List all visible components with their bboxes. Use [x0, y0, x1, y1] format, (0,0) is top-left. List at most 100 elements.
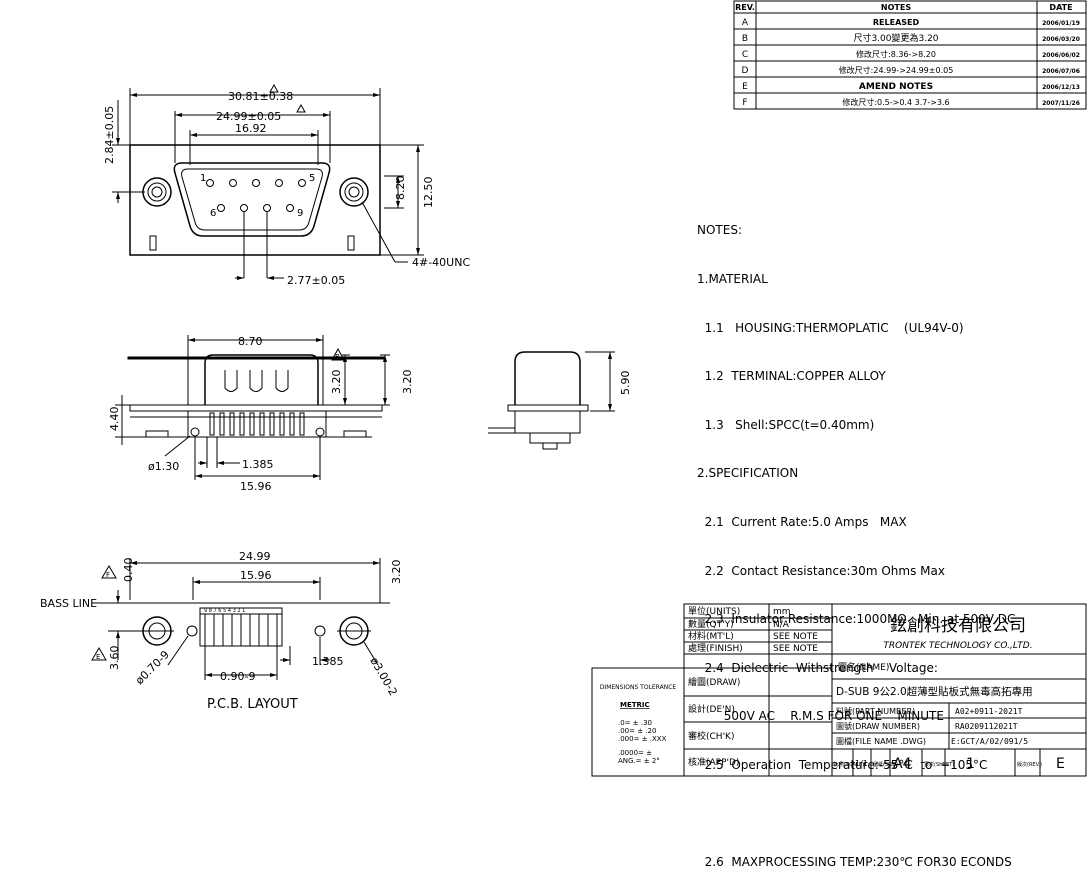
- rev-note: RELEASED: [873, 18, 920, 27]
- title-label-size: 圖紙(SIZE): [873, 761, 898, 768]
- end-view-arrows: [608, 352, 612, 411]
- rev-marker-triangle: [101, 565, 117, 579]
- title-value-qty: N/A: [773, 620, 790, 630]
- bass-line-label: BASS LINE: [40, 597, 97, 610]
- notes-line: 2.2 Contact Resistance:30m Ohms Max: [697, 563, 945, 578]
- dim-pcb-top: 24.99: [239, 550, 271, 563]
- rev-letter: C: [742, 50, 748, 60]
- title-value-part: A02+0911-2021T: [955, 707, 1023, 716]
- dim-pin-pitch: 2.77±0.05: [287, 274, 345, 287]
- rev-marker-triangle: [296, 103, 306, 113]
- rev-date: 2006/12/13: [1042, 84, 1080, 91]
- notes-line: 2.6 MAXPROCESSING TEMP:230℃ FOR30 ECONDS: [697, 855, 1012, 870]
- dim-side-top: 8.70: [238, 335, 263, 348]
- rev-marker-triangle: [331, 347, 345, 361]
- rev-letter: B: [742, 34, 748, 44]
- title-label-draw: 繪圖(DRAW): [688, 676, 740, 688]
- title-label-material: 材料(MT'L): [688, 630, 734, 642]
- dim-shell-width: 24.99±0.05: [216, 110, 281, 123]
- rev-note: AMEND NOTES: [859, 82, 933, 92]
- title-block: [683, 603, 1087, 777]
- dim-pcb-hole-small: ø0.70-9: [133, 648, 172, 687]
- notes-line: 500V AC R.M.S FOR ONE MINUTE: [697, 709, 944, 724]
- tolerance-metric: METRIC: [620, 701, 650, 709]
- notes-line: 2.5 Operation Temperature:-55°C to +105°…: [697, 757, 988, 772]
- title-label-units: 單位(UNITS): [688, 605, 740, 617]
- dim-pcb-hole-large: ø3.00-2: [367, 655, 399, 698]
- rev-header-notes: NOTES: [881, 3, 911, 12]
- pin-label-1: 1: [200, 173, 206, 184]
- title-value-size: A4: [893, 756, 912, 772]
- rev-header-rev: REV.: [735, 3, 755, 12]
- dim-top-width: 16.92: [235, 122, 267, 135]
- rev-note: 尺寸3.00變更為3.20: [853, 32, 938, 44]
- title-label-approve: 核准(APP'D): [688, 756, 739, 768]
- dim-side-height-b: 3.20: [401, 370, 414, 395]
- notes-line: [697, 806, 1015, 822]
- title-label-sheet: 頁次(SHEET): [924, 761, 954, 768]
- title-label-name: 圖名(NAME): [838, 661, 889, 673]
- pin-label-9: 9: [297, 208, 303, 219]
- pcb-pin-numbers: 9 8 7 6 5 4 3 2 1: [204, 608, 245, 614]
- title-value-finish: SEE NOTE: [773, 644, 818, 654]
- dim-height-left: 2.84±0.05: [103, 106, 116, 164]
- notes-line: 1.3 Shell:SPCC(t=0.40mm): [697, 417, 875, 432]
- title-value-material: SEE NOTE: [773, 632, 818, 642]
- notes-heading: NOTES:: [697, 223, 742, 238]
- notes-line: 1.MATERIAL: [697, 272, 768, 286]
- rev-letter: D: [742, 66, 749, 76]
- side-view-arrows: [188, 338, 387, 478]
- tolerance-row: ANG.= ± 2°: [618, 757, 660, 765]
- rev-date: 2006/06/02: [1042, 52, 1080, 59]
- dim-height-8-20: 8.20: [394, 176, 407, 201]
- title-value-scale: 1/1: [855, 759, 868, 768]
- front-view: [112, 88, 424, 360]
- rev-marker-label: B: [335, 353, 340, 361]
- pcb-arrows: [116, 561, 380, 677]
- title-label-design: 設計(DE'N): [688, 703, 735, 715]
- end-view: [488, 351, 615, 450]
- dim-side-left: 4.40: [108, 407, 121, 432]
- title-label-rev: 版次(REV.): [1017, 761, 1042, 768]
- dim-pcb-right: 3.20: [390, 560, 403, 585]
- notes-line: 1.1 HOUSING:THERMOPLATIC (UL94V-0): [697, 320, 964, 335]
- rev-note: 修改尺寸:8.36->8.20: [856, 49, 936, 59]
- company-name-en: TRONTEK TECHNOLOGY CO.,LTD.: [883, 641, 1032, 651]
- dim-pcb-pitch: 1.385: [312, 655, 344, 668]
- rev-marker-label: E: [96, 653, 100, 661]
- pcb-layout-title: P.C.B. LAYOUT: [207, 697, 298, 712]
- notes-line: 1.2 TERMINAL:COPPER ALLOY: [697, 369, 886, 384]
- title-value-units: mm: [773, 607, 791, 617]
- title-label-scale: 比例(SCALE): [834, 761, 864, 768]
- title-label-finish: 處理(FINISH): [688, 642, 743, 654]
- rev-letter: E: [742, 82, 748, 92]
- rev-marker-triangle: [269, 83, 279, 93]
- side-view: [115, 335, 390, 480]
- dim-side-height: 3.20: [330, 370, 343, 395]
- drawing-sheet: REV. NOTES DATE A RELEASED 2006/01/19 B …: [40, 0, 1087, 777]
- screw-label: 4#-40UNC: [412, 256, 470, 269]
- notes-line: 2.4 Dielectric Withstrength Voltage:: [697, 660, 938, 675]
- title-label-file: 圖檔(FILE NAME .DWG): [836, 736, 926, 746]
- rev-date: 2006/03/20: [1042, 36, 1080, 43]
- rev-header-date: DATE: [1049, 3, 1072, 12]
- tolerance-row: .0= ± .30: [618, 719, 652, 727]
- company-name-cn: 鉉創科技有限公司: [890, 616, 1026, 636]
- rev-note: 修改尺寸:24.99->24.99±0.05: [839, 65, 954, 75]
- title-label-drawno: 圖號(DRAW NUMBER): [836, 721, 920, 731]
- pin-label-5: 5: [309, 173, 315, 184]
- rev-date: 2007/11/26: [1042, 100, 1080, 107]
- dim-pcb-spacing: 0.90-9: [220, 670, 255, 683]
- title-value-drawno: RA0209112021T: [955, 722, 1018, 731]
- notes-line: 2.1 Current Rate:5.0 Amps MAX: [697, 514, 907, 529]
- rev-marker-label: F: [106, 571, 110, 579]
- dim-pcb-inner: 15.96: [240, 569, 272, 582]
- pin-label-6: 6: [210, 208, 216, 219]
- notes-block: NOTES: 1.MATERIAL 1.1 HOUSING:THERMOPLAT…: [697, 190, 1015, 887]
- title-label-qty: 數量(QT'Y): [688, 618, 734, 630]
- title-value-name: D-SUB 9公2.0超薄型貼板式無毒高拓專用: [836, 685, 1033, 698]
- tolerance-row: .0000= ±: [618, 749, 652, 757]
- dim-pcb-bass: 0.40: [122, 558, 135, 583]
- title-value-sheet: 1: [966, 756, 975, 772]
- rev-date: 2006/01/19: [1042, 20, 1080, 27]
